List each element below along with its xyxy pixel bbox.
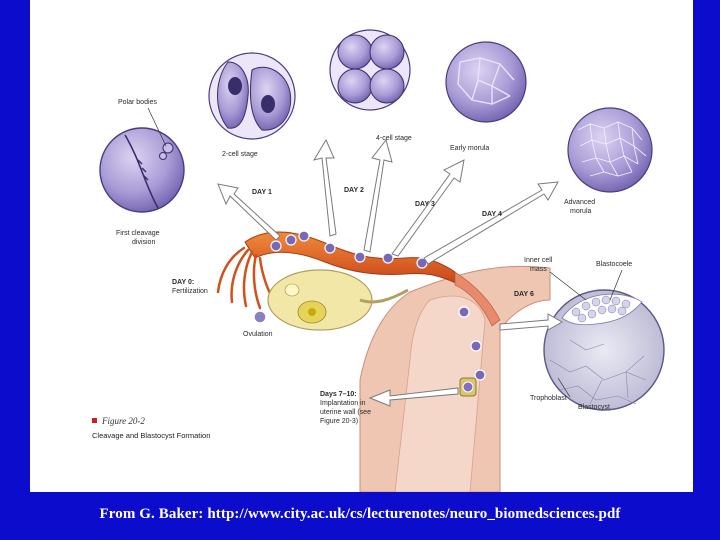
cleavage-diagram: Polar bodies First cleavage division 2-c… [92,29,665,492]
two-cell-label: 2-cell stage [222,151,258,158]
figure-bullet [92,418,97,423]
ovulated-egg [253,310,267,324]
polar-bodies-label: Polar bodies [118,99,157,106]
inner-cell-mass-label: Inner cell [524,257,553,264]
days7-10-line3: uterine wall (see [320,409,371,416]
four-cell-label: 4-cell stage [376,135,412,142]
source-caption: From G. Baker: http://www.city.ac.uk/cs/… [99,506,621,522]
polar-bodies-leader [147,107,167,147]
uterine-tube-lower [454,271,501,327]
blastocoele-label: Blastocoele [596,261,632,268]
ovulation-label: Ovulation [243,331,273,338]
day1-label: DAY 1 [252,189,272,196]
tube-embryos [270,230,486,381]
blastocyst-label: Blastocyst [578,404,610,411]
figure-panel: Polar bodies First cleavage division 2-c… [30,0,693,492]
advanced-morula [567,107,653,193]
early-morula [445,41,527,123]
day4-label: DAY 4 [482,211,502,218]
fimbriae [216,246,278,310]
implanting-embryo [459,377,477,397]
days7-10-line4: Figure 20-3) [320,418,358,425]
inner-cell-mass-label-2: mass [530,266,547,273]
figure-number: Figure 20-2 [101,416,145,426]
zygote-first-cleavage [99,127,185,213]
fertilization-label: Fertilization [172,288,208,295]
stage-arrows [217,138,564,407]
day3-label: DAY 3 [415,201,435,208]
day6-label: DAY 6 [514,291,534,298]
day0-label: DAY 0: [172,279,194,286]
blastocyst-leaders [549,269,623,398]
advanced-morula-label: Advanced [564,199,595,206]
advanced-morula-label-2: morula [570,208,592,215]
early-morula-label: Early morula [450,145,489,152]
two-cell-embryo [208,52,296,140]
trophoblast-label: Trophoblast [530,395,567,402]
ovary [267,269,409,331]
first-cleavage-label: First cleavage [116,230,160,237]
first-cleavage-label-2: division [132,239,155,246]
days7-10-label: Days 7–10: [320,391,357,398]
days7-10-line2: Implantation in [320,400,366,407]
day2-label: DAY 2 [344,187,364,194]
blastocyst [543,289,665,411]
figure-title: Cleavage and Blastocyst Formation [92,431,210,440]
four-cell-embryo [329,29,411,111]
